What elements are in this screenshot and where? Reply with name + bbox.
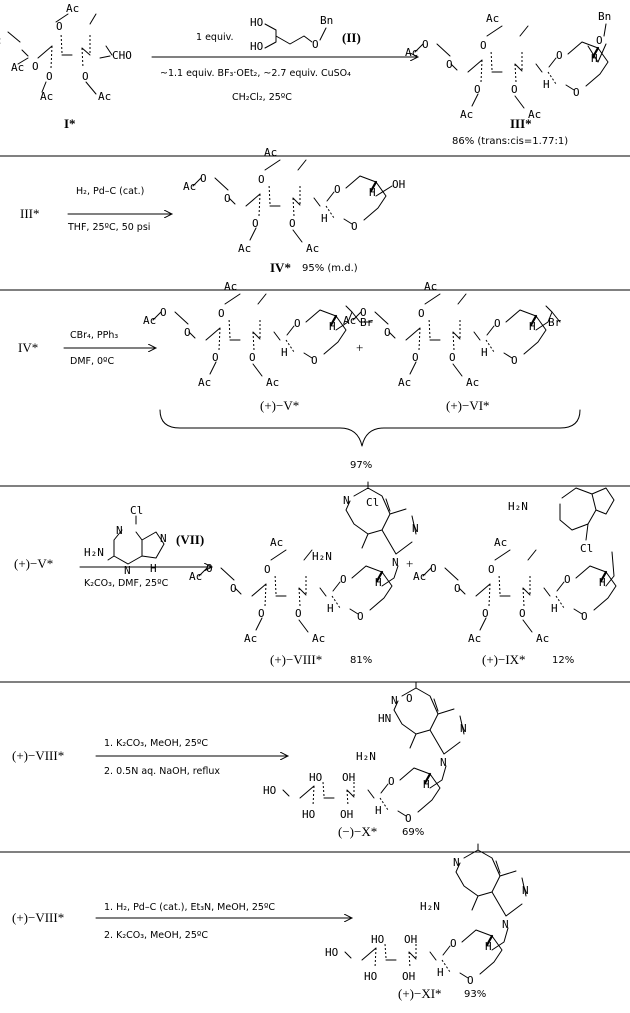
compound-XI: H₂N — [324, 843, 530, 989]
atom-o: O — [596, 34, 603, 47]
reactant-III: III* — [20, 206, 40, 221]
yield-IV: 95% (m.d.) — [302, 263, 358, 274]
atom-o: O — [406, 692, 413, 705]
atom-n: N — [116, 524, 123, 537]
atom-cho: CHO — [112, 49, 132, 62]
compound-IV: OH — [182, 145, 405, 256]
cond-2-line-1: H₂, Pd–C (cat.) — [76, 186, 144, 197]
yield-XI: 93% — [464, 989, 486, 1000]
plus-sign: + — [406, 556, 413, 571]
reactant-VIII: (+)−VIII* — [12, 910, 64, 925]
yield-III: 86% (trans:cis=1.77:1) — [452, 136, 568, 147]
atom-bn: Bn — [598, 10, 611, 23]
atom-ac: Ac — [11, 61, 24, 74]
label-VIII: (+)−VIII* — [270, 652, 322, 667]
atom-cl: Cl — [130, 504, 143, 517]
atom-o: O — [46, 70, 53, 83]
atom-hn: HN — [378, 712, 391, 725]
atom-o: O — [32, 60, 39, 73]
atom-h2n: H₂N — [84, 546, 104, 559]
label-I: I* — [64, 116, 76, 131]
atom-bn: Bn — [320, 14, 333, 27]
reagent-VII: Cl N N N H H₂N — [84, 504, 167, 577]
cond-3-line-1: CBr₄, PPh₃ — [70, 330, 118, 341]
reactant-V: (+)−V* — [14, 556, 53, 571]
atom-h2n: H₂N — [356, 750, 376, 763]
cond-6-line-2: 2. K₂CO₃, MeOH, 25ºC — [104, 930, 208, 941]
label-IX: (+)−IX* — [482, 652, 526, 667]
atom-h2n: H₂N — [420, 900, 440, 913]
atom-h: H — [150, 562, 157, 575]
combining-brace — [159, 409, 581, 447]
compound-X: O HN H₂N — [262, 681, 468, 827]
reactant-VIII: (+)−VIII* — [12, 748, 64, 763]
compound-IX: H₂N Cl — [412, 487, 618, 646]
label-III: III* — [510, 116, 532, 131]
reactant-IV: IV* — [18, 340, 38, 355]
reagent-II: HO HO O Bn — [250, 14, 333, 53]
label-X: (−)−X* — [338, 824, 377, 839]
cond-1-line-3: CH₂Cl₂, 25ºC — [232, 92, 292, 103]
label-IV: IV* — [270, 260, 291, 275]
atom-ac: Ac — [66, 2, 79, 15]
atom-br: Br — [548, 316, 562, 329]
label-XI: (+)−XI* — [398, 986, 442, 1001]
plus-sign: + — [356, 340, 363, 355]
atom-h2n: H₂N — [312, 550, 332, 563]
label-V: (+)−V* — [260, 398, 299, 413]
cond-6-line-1: 1. H₂, Pd–C (cat.), Et₃N, MeOH, 25ºC — [104, 902, 275, 913]
atom-cl: Cl — [366, 496, 379, 509]
compound-VI: Br — [342, 279, 562, 390]
yield-IX: 12% — [552, 655, 574, 666]
cond-1-line-1: 1 equiv. — [196, 32, 234, 43]
cond-3-line-2: DMF, 0ºC — [70, 356, 115, 367]
atom-ac: Ac — [0, 34, 1, 47]
cond-2-line-2: THF, 25ºC, 50 psi — [67, 222, 150, 233]
atom-ho: HO — [250, 16, 263, 29]
label-VII: (VII) — [176, 532, 204, 547]
yield-VIII: 81% — [350, 655, 372, 666]
atom-ho: HO — [250, 40, 263, 53]
atom-o: O — [56, 20, 63, 33]
compound-V: Br Br — [142, 279, 374, 390]
label-II: (II) — [342, 30, 361, 45]
atom-h2n: H₂N — [508, 500, 528, 513]
cond-1-line-2: ~1.1 equiv. BF₃·OEt₂, ~2.7 equiv. CuSO₄ — [160, 68, 351, 79]
atom-o: O — [82, 70, 89, 83]
atom-n: N — [160, 532, 167, 545]
atom-ac: Ac — [40, 90, 53, 103]
compound-VIII: Cl H₂N — [188, 481, 420, 646]
yield-V-VI: 97% — [350, 460, 372, 471]
atom-n: N — [124, 564, 131, 577]
label-VI: (+)−VI* — [446, 398, 490, 413]
compound-I: Ac CHO Ac O O Ac O Ac O Ac — [0, 2, 132, 103]
yield-X: 69% — [402, 827, 424, 838]
atom-ac: Ac — [98, 90, 111, 103]
compound-III: O Bn — [404, 10, 611, 122]
atom-br: Br — [360, 316, 374, 329]
cond-4-line-1: K₂CO₃, DMF, 25ºC — [84, 578, 169, 589]
atom-oh: OH — [392, 178, 405, 191]
atom-o: O — [312, 38, 319, 51]
cond-5-line-2: 2. 0.5N aq. NaOH, reflux — [104, 766, 220, 777]
atom-cl: Cl — [580, 542, 593, 555]
cond-5-line-1: 1. K₂CO₃, MeOH, 25ºC — [104, 738, 208, 749]
